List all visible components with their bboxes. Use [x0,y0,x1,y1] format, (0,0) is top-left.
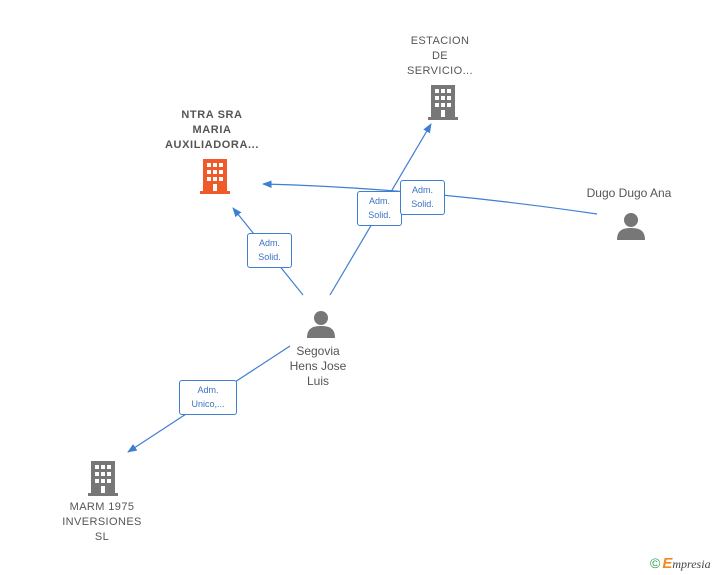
edge-label-dugo-ntra[interactable]: Adm. Solid. [400,180,445,215]
company-label-ntra-sra[interactable]: NTRA SRA MARIA AUXILIADORA... [165,109,259,151]
copyright-icon: © [650,555,661,571]
building-icon[interactable] [428,84,458,120]
person-label-segovia[interactable]: Segovia Hens Jose Luis [289,344,347,388]
person-icon[interactable] [616,211,646,241]
building-icon[interactable] [88,460,118,496]
edge-label-segovia-marm[interactable]: Adm. Unico,... [179,380,237,415]
company-label-estacion[interactable]: ESTACION DE SERVICIO... [407,35,473,77]
person-icon[interactable] [306,309,336,339]
edge-label-segovia-ntra[interactable]: Adm. Solid. [247,233,292,268]
company-label-marm[interactable]: MARM 1975 INVERSIONES SL [62,501,142,543]
building-icon[interactable] [199,158,231,194]
edge-label-segovia-estacion[interactable]: Adm. Solid. [357,191,402,226]
person-label-dugo[interactable]: Dugo Dugo Ana [586,186,672,200]
empresia-logo: ©Empresia [650,555,711,572]
